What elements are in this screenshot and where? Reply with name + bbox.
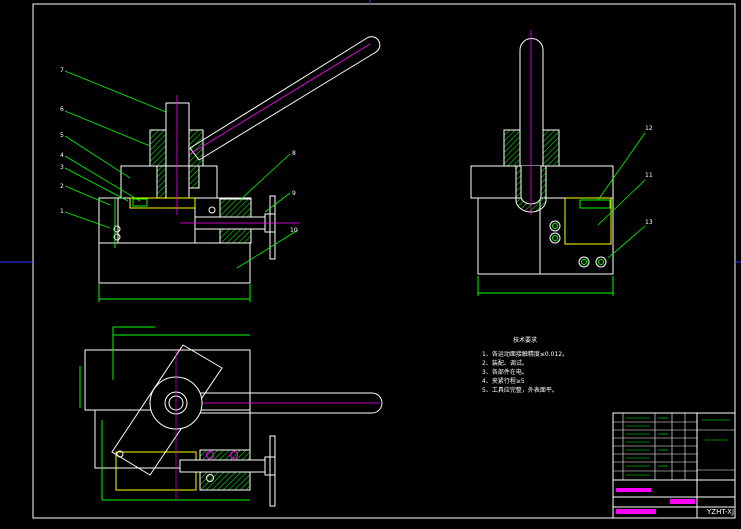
callout-labels: 7 6 5 4 3 2 1 8 9 10 12 11 13 [60,67,653,234]
technical-notes: 技术要求 1、各运动面接触精度≤0.012。 2、装配、调试。 3、各部件在电。… [482,336,568,394]
title-block: YZHT-XJ [612,412,736,519]
front-handle [189,36,381,161]
front-shaft [165,102,190,199]
callout-12: 12 [645,125,653,132]
note-1: 1、各运动面接触精度≤0.012。 [482,350,568,358]
front-bush-left [149,129,167,167]
front-clamp-jaw [129,197,196,209]
front-top-block [120,165,218,199]
notes-heading: 技术要求 [513,336,537,344]
note-2: 2、装配、调试。 [482,359,528,367]
callout-3: 3 [60,164,64,171]
drawing-number: YZHT-XJ [706,508,734,516]
top-handle [176,392,383,414]
note-4: 4、夹紧行程≥5 [482,377,525,385]
callout-6: 6 [60,106,64,113]
callout-8: 8 [292,150,296,157]
front-view [64,36,381,302]
callout-10: 10 [290,227,298,234]
side-bush-right [542,129,560,167]
callout-11: 11 [645,172,653,179]
callout-13: 13 [645,219,653,226]
top-screw [179,459,266,473]
side-view [470,30,646,296]
side-bush-left [503,129,521,167]
drawing-border [32,3,736,519]
side-body [477,197,614,275]
top-lever-plate [111,344,223,476]
front-bush-right [188,129,204,167]
note-3: 3、各部件在电。 [482,368,528,376]
top-view [79,326,383,507]
callout-4: 4 [60,152,64,159]
side-handle [519,38,544,166]
note-5: 5、工具应完整，外表面平。 [482,386,558,394]
callout-5: 5 [60,132,64,139]
callout-1: 1 [60,208,64,215]
front-screw-handle-bar [269,195,276,260]
front-base [98,242,251,284]
callout-2: 2 [60,183,64,190]
top-screw-handle-bar [269,435,276,507]
callout-9: 9 [292,190,296,197]
callout-7: 7 [60,67,64,74]
